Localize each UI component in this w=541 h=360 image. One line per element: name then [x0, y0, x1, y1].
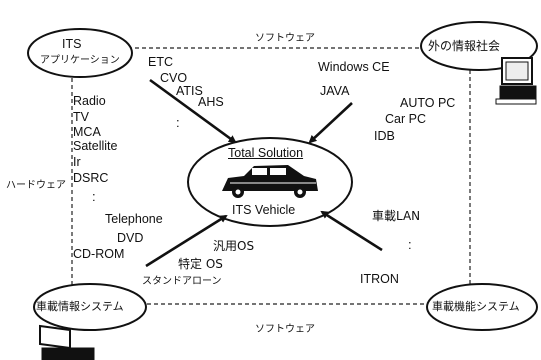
in-vehicle-function-system-ellipse [426, 283, 538, 331]
dvd-label: DVD [117, 231, 144, 245]
in-vehicle-function-system-label: 車載機能システム [432, 300, 520, 313]
its-label: ITS [62, 37, 82, 51]
atis-label: ATIS [176, 84, 203, 98]
system-frame [71, 47, 471, 305]
monitor-icon-bottom-left [39, 324, 95, 360]
computer-icon-top-right [495, 57, 537, 105]
idb-label: IDB [374, 129, 395, 143]
external-info-society-label: 外の情報社会 [428, 39, 501, 53]
car-pc-label: Car PC [385, 112, 426, 126]
radio-label: Radio [73, 94, 106, 108]
telephone-label: Telephone [105, 212, 163, 226]
etc-label: ETC [148, 55, 173, 69]
car-icon [222, 165, 318, 198]
cd-rom-label: CD-ROM [73, 247, 125, 261]
arrow-bottom-left [145, 214, 228, 268]
standalone-label: スタンドアローン [142, 276, 222, 287]
ahs-label: AHS [198, 95, 224, 109]
total-solution-title: Total Solution [228, 146, 304, 160]
arrow-top-right [308, 102, 353, 144]
java-label: JAVA [320, 84, 350, 98]
auto-pc-label: AUTO PC [400, 96, 456, 110]
itron-label: ITRON [360, 272, 399, 286]
application-label: アプリケーション [40, 55, 120, 66]
its-application-ellipse [27, 28, 133, 78]
mca-label: MCA [73, 125, 101, 139]
software-label-bottom: ソフトウェア [255, 324, 315, 335]
software-label-top: ソフトウェア [255, 33, 315, 44]
in-vehicle-lan-label: 車載LAN [372, 209, 421, 223]
windows-ce-label: Windows CE [318, 60, 390, 74]
in-vehicle-info-system-ellipse [33, 283, 147, 331]
ellipsis-left: : [92, 189, 96, 204]
ir-label: Ir [73, 155, 81, 169]
its-vehicle-label: ITS Vehicle [232, 203, 296, 217]
in-vehicle-info-system-label: 車載情報システム [36, 300, 124, 313]
satellite-label: Satellite [73, 139, 118, 153]
ellipsis-right: : [408, 237, 412, 252]
specific-os-label: 特定 OS [178, 257, 223, 271]
ellipsis-top-left: : [176, 115, 180, 130]
cvo-label: CVO [160, 71, 188, 85]
tv-label: TV [73, 110, 89, 124]
arrow-bottom-right [320, 210, 383, 252]
hardware-label: ハードウェア [6, 180, 66, 191]
arrow-top-left [149, 78, 237, 144]
general-os-label: 汎用OS [213, 239, 255, 253]
dsrc-label: DSRC [73, 171, 109, 185]
